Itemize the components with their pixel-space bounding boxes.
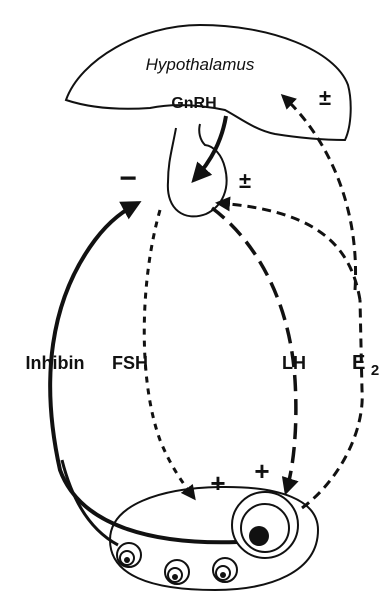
fsh-arrow	[144, 210, 194, 498]
inhibin-branch-line	[62, 460, 118, 545]
pituitary-gland-shape	[168, 124, 227, 216]
pituitary-estradiol-plus-minus-sign: ±	[239, 168, 251, 193]
fsh-label: FSH	[112, 353, 148, 373]
hypothalamus-shape	[66, 25, 351, 140]
ovary-fsh-plus-sign: +	[210, 468, 225, 498]
hypothalamus-label: Hypothalamus	[146, 55, 255, 74]
small-follicle	[117, 543, 141, 567]
estradiol-to-pituitary-arrow	[218, 203, 360, 300]
inhibin-label: Inhibin	[26, 353, 85, 373]
small-follicle	[213, 558, 237, 582]
estradiol-to-hypothalamus-arrow	[283, 96, 356, 290]
small-follicle	[165, 560, 189, 584]
estradiol-letter: E	[352, 352, 365, 374]
estradiol-label: E 2	[352, 352, 379, 379]
ovary-lh-plus-sign: +	[254, 456, 269, 486]
gnrh-label: GnRH	[171, 95, 216, 112]
hypothalamus-estradiol-plus-minus-sign: ±	[319, 85, 331, 110]
pituitary-inhibin-minus-sign: −	[119, 162, 137, 195]
estradiol-subscript: 2	[371, 362, 379, 379]
dominant-follicle-oocyte	[249, 526, 269, 546]
lh-arrow	[212, 208, 296, 492]
lh-label: LH	[282, 353, 306, 373]
estradiol-from-follicle-line	[302, 300, 362, 508]
